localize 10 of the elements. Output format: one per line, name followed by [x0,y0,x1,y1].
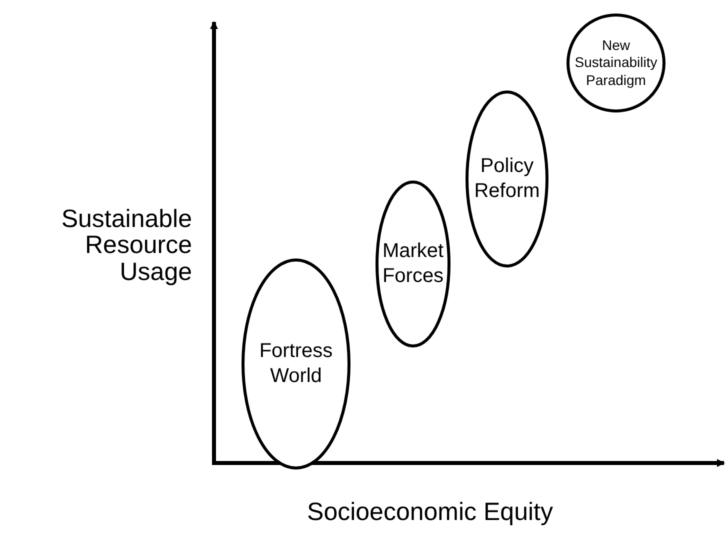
scenario-label: New Sustainability Paradigm [574,36,658,90]
axis-title: Socioeconomic Equity [306,497,554,528]
scenario-ellipse [375,180,451,348]
scenario-label: Fortress World [258,339,334,389]
axis-title: Sustainable Resource Usage [60,206,192,285]
scenario-ellipse [241,258,351,470]
scenario-ellipse [566,13,666,113]
scenario-label: Market Forces [381,239,445,289]
scenario-ellipse [465,90,549,268]
scenario-label: Policy Reform [473,154,541,204]
